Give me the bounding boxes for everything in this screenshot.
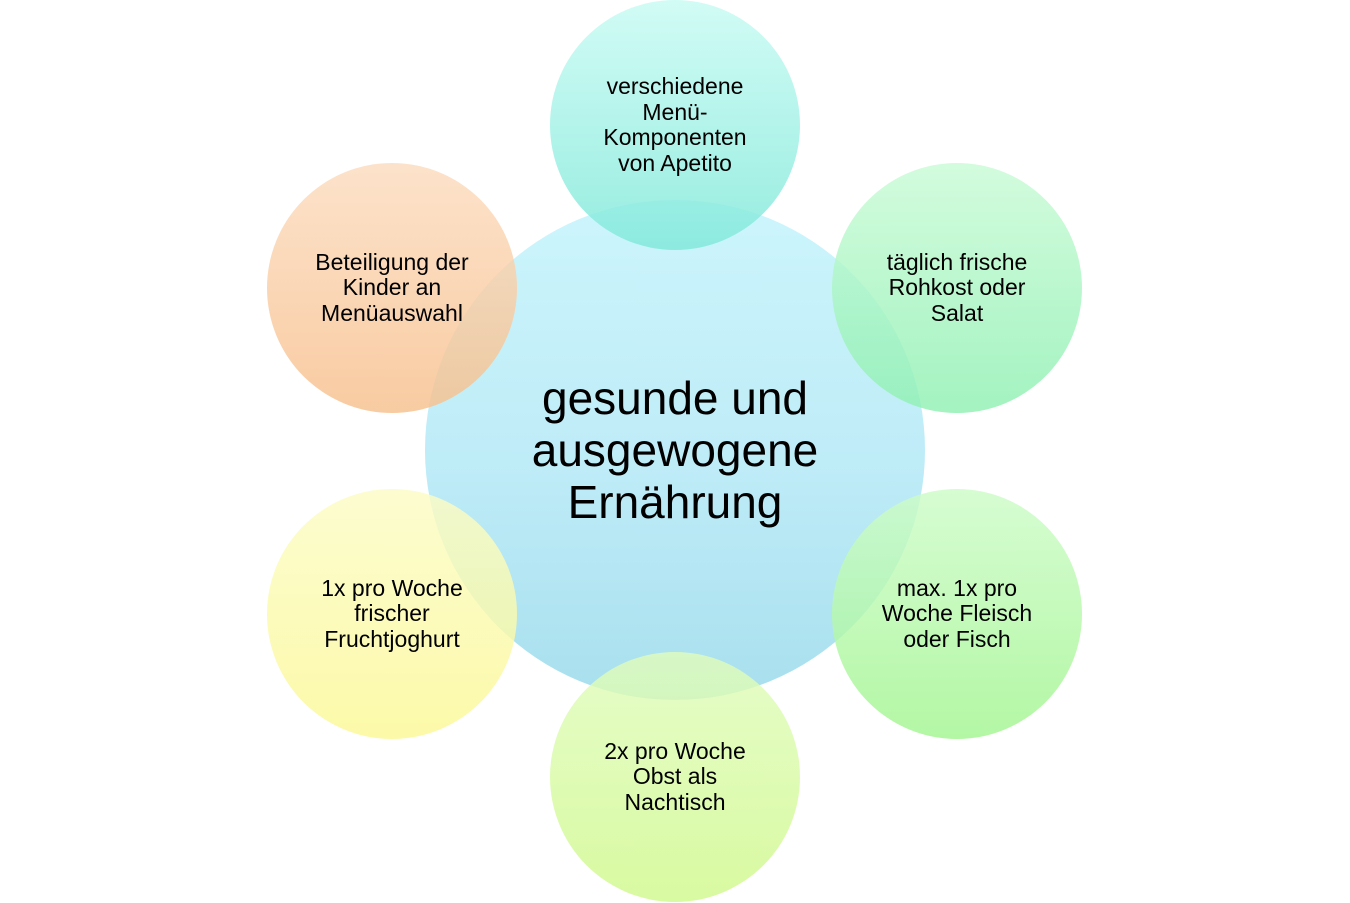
satellite-circle-children-participation: [267, 163, 517, 413]
satellite-circle-raw-food: [832, 163, 1082, 413]
satellite-circle-fruit-yogurt: [267, 489, 517, 739]
satellite-circle-meat-fish: [832, 489, 1082, 739]
satellite-circle-fruit-dessert: [550, 652, 800, 902]
satellite-circle-menu-components: [550, 0, 800, 250]
